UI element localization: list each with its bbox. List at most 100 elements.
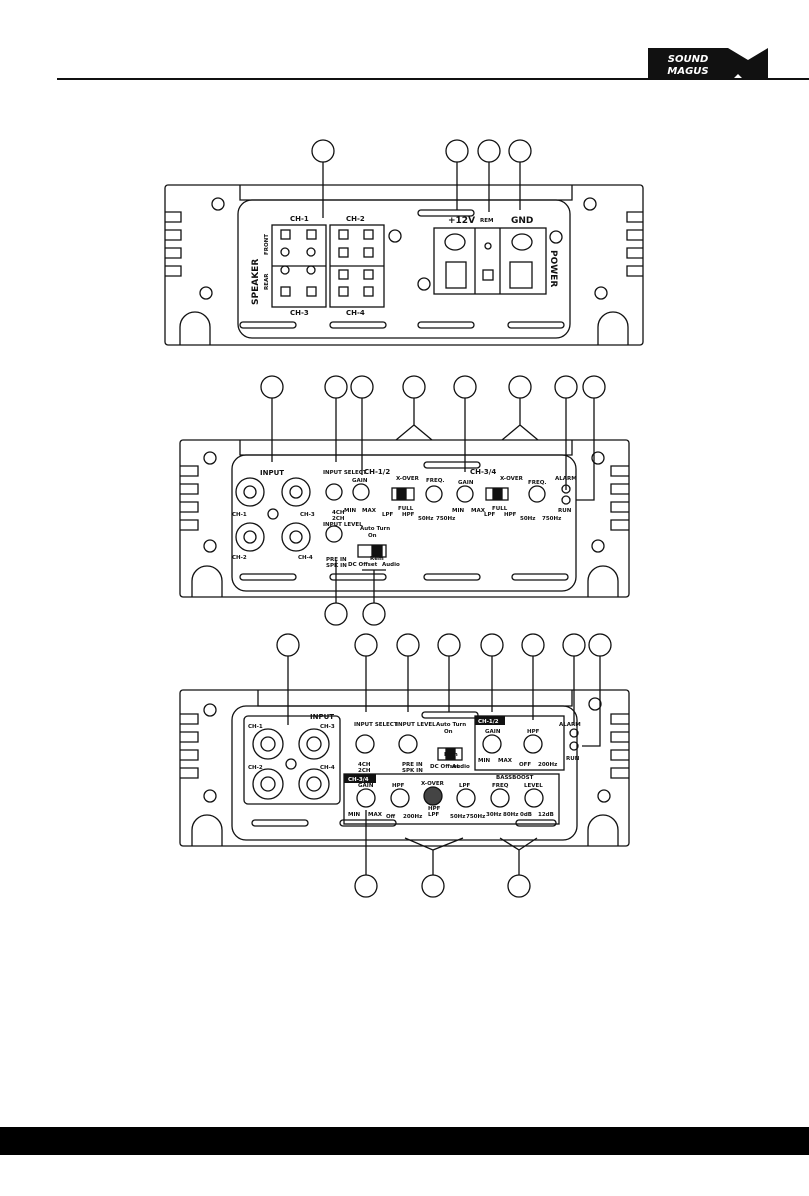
diagram-stroke xyxy=(280,286,291,297)
diagram-stroke xyxy=(421,711,479,719)
amp3-ch1-label: CH-1 xyxy=(248,724,263,730)
amp2-mode-2ch: 2CH xyxy=(332,516,345,522)
amp3-200hz2-label: 200Hz xyxy=(403,814,422,820)
diagram-stroke xyxy=(260,776,276,792)
amp3-ch12-tab xyxy=(475,716,505,725)
amp2-rem-label: Rem xyxy=(370,556,384,562)
diagram-stroke xyxy=(561,495,571,505)
diagram-stroke xyxy=(191,565,223,597)
amp3-xover-label: X-OVER xyxy=(421,781,445,787)
amp3-dc-offset-label: DC Offset xyxy=(430,764,460,770)
diagram-stroke xyxy=(257,690,573,707)
diagram-stroke xyxy=(582,656,601,747)
diagram-stroke xyxy=(357,544,387,558)
amp2-dc-offset-label: DC Offset xyxy=(348,562,378,568)
amp1-ch1-label: CH-1 xyxy=(290,215,309,223)
diagram-stroke xyxy=(562,633,586,657)
diagram-stroke xyxy=(306,776,322,792)
amp3-min-label: MIN xyxy=(478,758,491,764)
diagram-stroke xyxy=(569,741,579,751)
diagram-stroke xyxy=(203,789,217,803)
diagram-stroke xyxy=(179,311,211,345)
diagram-stroke xyxy=(281,477,311,507)
diagram-stroke xyxy=(203,703,217,717)
diagram-stroke xyxy=(276,633,300,657)
diagram-stroke xyxy=(453,375,477,399)
diagram-stroke xyxy=(324,602,348,626)
diagram-stroke xyxy=(280,247,290,257)
diagram-stroke xyxy=(306,229,317,240)
diagram-stroke xyxy=(610,465,629,531)
diagram-stroke xyxy=(338,247,349,258)
amp2-on-label: On xyxy=(368,533,377,539)
amp3-ch34-label: CH-3/4 xyxy=(348,777,369,783)
diagram-stroke xyxy=(648,48,768,80)
diagram-stroke xyxy=(524,788,544,808)
diagram-stroke xyxy=(352,483,370,501)
diagram-stroke xyxy=(588,633,612,657)
diagram-stroke xyxy=(515,819,557,827)
amp2-ch2-label: CH-2 xyxy=(232,555,247,561)
amp1-power-label: POWER xyxy=(548,250,558,287)
diagram-stroke xyxy=(354,874,378,898)
amp3-on-label: On xyxy=(444,729,453,735)
amp-top-labels: CH-1 CH-2 CH-3 CH-4 SPEAKER FRONT REAR +… xyxy=(251,215,558,317)
diagram-stroke xyxy=(480,633,504,657)
diagram-stroke xyxy=(417,277,431,291)
diagram-stroke xyxy=(594,286,608,300)
amp3-bassboost-label: BASSBOOST xyxy=(496,775,534,781)
amp3-ch4-label: CH-4 xyxy=(320,765,335,771)
diagram-stroke xyxy=(280,265,290,275)
diagram-stroke xyxy=(343,773,560,825)
diagram-stroke xyxy=(391,487,415,501)
diagram-stroke xyxy=(492,488,503,500)
diagram-stroke xyxy=(306,265,316,275)
amp2-audio-label: Audio xyxy=(382,562,400,568)
diagram-stroke xyxy=(235,477,265,507)
diagram-stroke xyxy=(626,211,643,277)
brand-logo: SOUND MAGUS xyxy=(648,48,768,80)
amp3-ch34-tab xyxy=(344,774,376,783)
amp2-xover-label: X-OVER xyxy=(396,476,420,482)
diagram-stroke xyxy=(371,545,383,557)
amp2-auto-turn-label: Auto Turn xyxy=(360,526,390,532)
amp-middle-view xyxy=(179,375,630,626)
amp1-rear-label: REAR xyxy=(264,273,270,290)
diagram-stroke xyxy=(587,565,619,597)
diagram-stroke xyxy=(404,837,464,875)
amp2-input-level-label: INPUT LEVEL xyxy=(323,522,363,528)
diagram-stroke xyxy=(528,485,546,503)
diagram-stroke xyxy=(289,485,303,499)
amp2-50hz-label: 50Hz xyxy=(418,516,433,522)
diagram-stroke xyxy=(582,375,606,399)
amp3-off-label: OFF xyxy=(519,762,531,768)
amp2-750hz-label: 750Hz xyxy=(436,516,455,522)
diagram-stroke xyxy=(610,713,629,779)
amp2-freq2-label: FREQ. xyxy=(528,480,547,486)
diagram-stroke xyxy=(456,485,474,503)
amp3-max-label: MAX xyxy=(498,758,513,764)
diagram-stroke xyxy=(306,736,322,752)
amp3-alarm-label: ALARM xyxy=(559,722,581,728)
diagram-stroke xyxy=(362,602,386,626)
amp3-min2-label: MIN xyxy=(348,812,361,818)
diagram-stroke xyxy=(523,734,543,754)
footer-bar xyxy=(0,1127,809,1155)
amp3-12db-label: 12dB xyxy=(538,812,554,818)
diagram-stroke xyxy=(482,734,502,754)
diagram-stroke xyxy=(437,747,463,761)
diagram-stroke xyxy=(396,488,407,500)
amp-top-view xyxy=(164,139,644,346)
diagram-stroke xyxy=(355,734,375,754)
diagram-stroke xyxy=(298,768,330,800)
amp3-80hz-label: 80Hz xyxy=(503,812,518,818)
amp3-ch3-label: CH-3 xyxy=(320,724,335,730)
amp3-off2-label: Off xyxy=(386,814,396,820)
diagram-stroke xyxy=(180,465,199,531)
amp2-max-label: MAX xyxy=(362,508,377,514)
amp3-level-label: LEVEL xyxy=(524,783,543,789)
diagram-stroke xyxy=(588,697,602,711)
diagram-stroke xyxy=(591,539,605,553)
diagram-stroke xyxy=(203,451,217,465)
